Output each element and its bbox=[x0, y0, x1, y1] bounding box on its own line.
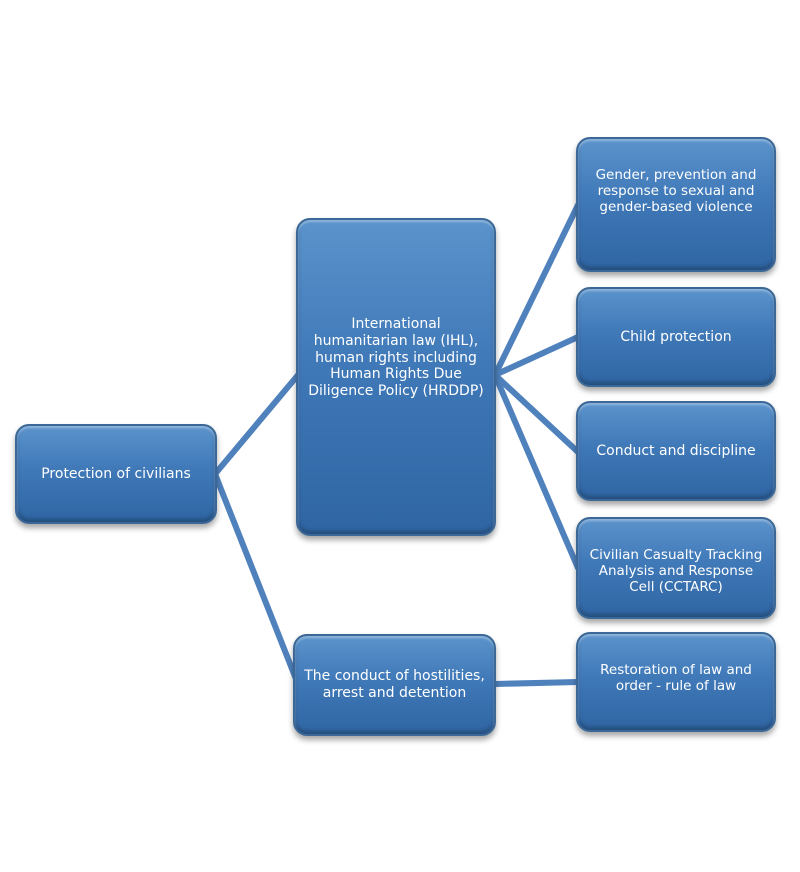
node-label: International humanitarian law (IHL), hu… bbox=[308, 316, 484, 400]
node-label: Child protection bbox=[620, 328, 732, 345]
node-label: Restoration of law and order - rule of l… bbox=[600, 662, 752, 695]
node-rule-of-law: Restoration of law and order - rule of l… bbox=[576, 632, 776, 732]
connector-ihl-cctarc bbox=[492, 372, 581, 571]
node-label: Conduct and discipline bbox=[596, 442, 756, 459]
connector-root-ihl bbox=[212, 372, 301, 477]
node-conduct-and-discipline: Conduct and discipline bbox=[576, 401, 776, 501]
node-conduct-of-hostilities: The conduct of hostilities, arrest and d… bbox=[293, 634, 496, 736]
node-label: Protection of civilians bbox=[41, 465, 191, 482]
connector-ihl-child bbox=[492, 334, 581, 378]
node-ihl-human-rights: International humanitarian law (IHL), hu… bbox=[296, 218, 496, 536]
node-gender-sgbv: Gender, prevention and response to sexua… bbox=[576, 137, 776, 272]
connector-ihl-discipline bbox=[492, 372, 581, 455]
node-child-protection: Child protection bbox=[576, 287, 776, 387]
connector-hostilities-ruleoflaw bbox=[492, 679, 581, 687]
node-label: Gender, prevention and response to sexua… bbox=[595, 167, 757, 216]
node-label: The conduct of hostilities, arrest and d… bbox=[304, 668, 485, 701]
node-protection-of-civilians: Protection of civilians bbox=[15, 424, 217, 524]
node-label: Civilian Casualty Tracking Analysis and … bbox=[589, 547, 763, 596]
connector-ihl-gender bbox=[492, 202, 581, 378]
connector-root-hostilities bbox=[212, 471, 301, 687]
node-cctarc: Civilian Casualty Tracking Analysis and … bbox=[576, 517, 776, 619]
